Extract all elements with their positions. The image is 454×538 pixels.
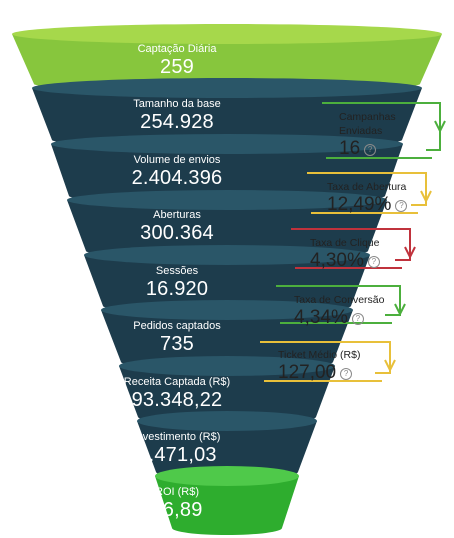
stage-receita: Receita Captada (R$) 93.348,22 [77, 376, 277, 412]
metric-label: Ticket Médio (R$) [278, 349, 361, 361]
metric-value: 16 [339, 138, 361, 159]
metric-bracket-top-0 [322, 102, 441, 151]
metric-label: Taxa de Abertura [327, 181, 407, 193]
metric-campanhas-enviadas: Campanhas Enviadas 16? [339, 110, 429, 160]
stage-value: 26,89 [151, 499, 203, 521]
funnel-segment-rim-investimento [137, 411, 317, 431]
arrow-down-icon [394, 303, 406, 317]
stage-label: ROI (R$) [155, 486, 199, 498]
metric-bracket-top-1 [307, 172, 427, 206]
metric-value: 4,30% [310, 250, 364, 271]
stage-value: 2.404.396 [131, 167, 223, 189]
funnel-segment-rim-captacao [12, 24, 442, 44]
stage-label: Volume de envios [133, 154, 221, 166]
stage-label: Receita Captada (R$) [123, 376, 231, 388]
stage-value: 93.348,22 [131, 389, 223, 411]
stage-label: Investimento (R$) [133, 431, 221, 443]
arrow-down-icon [434, 120, 446, 134]
stage-sessoes: Sessões 16.920 [77, 265, 277, 301]
metric-label: Campanhas Enviadas [339, 111, 396, 137]
funnel-segment-captacao [12, 34, 442, 91]
metric-bracket-top-3 [276, 285, 401, 316]
stage-label: Aberturas [153, 209, 201, 221]
funnel-segment-rim-roi [155, 466, 299, 486]
metric-bracket-top-2 [291, 228, 411, 261]
stage-label: Sessões [155, 265, 199, 277]
funnel-segment-rim-receita [119, 356, 335, 376]
funnel-segment-aberturas [67, 200, 387, 258]
stage-volume-envios: Volume de envios 2.404.396 [77, 154, 277, 190]
stage-value: 300.364 [140, 222, 214, 244]
question-circle-icon[interactable]: ? [395, 199, 408, 212]
stage-label: Pedidos captados [133, 320, 221, 332]
funnel-segment-rim-tamanho-base [32, 78, 422, 98]
stage-value: 735 [160, 333, 194, 355]
stage-captacao: Captação Diária 259 [77, 43, 277, 79]
metric-taxa-clique: Taxa de Clique 4,30%? [310, 236, 420, 272]
funnel-segment-roi [155, 476, 299, 535]
stage-tamanho-base: Tamanho da base 254.928 [77, 98, 277, 134]
funnel-segment-rim-aberturas [67, 190, 387, 210]
funnel-segment-rim-pedidos [101, 300, 353, 320]
stage-aberturas: Aberturas 300.364 [77, 209, 277, 245]
metric-value: 4,34% [294, 307, 348, 328]
stage-investimento: Investimento (R$) 3.471,03 [77, 431, 277, 467]
metric-taxa-abertura: Taxa de Abertura 12,49%? [327, 180, 437, 216]
metric-taxa-conversao: Taxa de Conversão 4,34%? [294, 293, 404, 329]
metric-label: Taxa de Clique [310, 237, 380, 249]
stage-roi: ROI (R$) 26,89 [77, 486, 277, 522]
stage-value: 259 [160, 56, 194, 78]
funnel-segment-investimento [137, 421, 317, 479]
stage-label: Tamanho da base [133, 98, 221, 110]
question-circle-icon[interactable]: ? [364, 143, 377, 156]
metric-bracket-top-4 [260, 341, 391, 374]
funnel-segment-volume-envios [51, 144, 403, 203]
question-circle-icon[interactable]: ? [367, 255, 380, 268]
metric-value: 127,00 [278, 362, 337, 383]
arrow-down-icon [404, 246, 416, 260]
arrow-down-icon [384, 359, 396, 373]
stage-value: 16.920 [145, 278, 209, 300]
question-circle-icon[interactable]: ? [340, 367, 353, 380]
funnel-segment-sessoes [84, 255, 370, 313]
question-circle-icon[interactable]: ? [351, 312, 364, 325]
funnel-segment-rim-volume-envios [51, 134, 403, 154]
stage-value: 254.928 [140, 111, 214, 133]
funnel-segment-pedidos [101, 310, 353, 369]
arrow-down-icon [420, 190, 432, 204]
funnel-segment-rim-sessoes [84, 245, 370, 265]
metric-ticket-medio: Ticket Médio (R$) 127,00? [278, 348, 388, 384]
stage-value: 3.471,03 [137, 444, 217, 466]
metric-value: 12,49% [327, 194, 392, 215]
stage-label: Captação Diária [137, 43, 217, 55]
stage-pedidos: Pedidos captados 735 [77, 320, 277, 356]
metric-label: Taxa de Conversão [294, 294, 385, 306]
